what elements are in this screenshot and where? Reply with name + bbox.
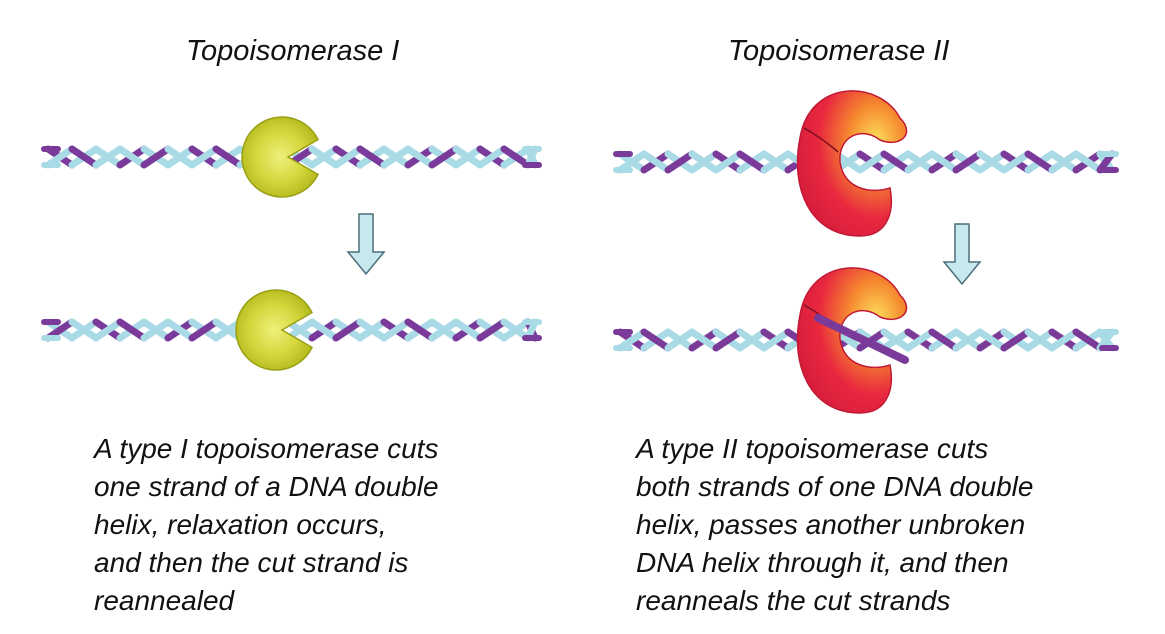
dna-strand-segment — [92, 318, 124, 342]
dna-strand-segment — [952, 328, 984, 352]
caption-line: reanneals the cut strands — [636, 585, 951, 616]
dna-strand-segment — [976, 150, 1008, 174]
dna-strand-segment — [452, 145, 484, 169]
dna-strand-segment — [404, 318, 436, 342]
dna-strand-segment — [356, 145, 388, 169]
dna-strand-segment — [164, 145, 196, 169]
topoisomerase-ii-caption: A type II topoisomerase cuts both strand… — [636, 430, 1033, 620]
dna-strand-segment — [736, 328, 768, 352]
dna-strand-segment — [712, 150, 744, 174]
topoisomerase-ii-enzyme-top — [796, 90, 908, 237]
dna-strand-segment — [688, 328, 720, 352]
dna-strand-segment — [904, 150, 936, 174]
dna-strand-segment — [928, 150, 960, 174]
dna-strand-segment — [452, 318, 484, 342]
dna-strand-segment — [1072, 328, 1104, 352]
dna-strand-segment — [164, 318, 196, 342]
dna-strand-segment — [760, 328, 792, 352]
caption-line: both strands of one DNA double — [636, 471, 1034, 502]
dna-strand-segment — [664, 150, 696, 174]
dna-strand-segment — [904, 328, 936, 352]
dna-strand-segment — [880, 328, 912, 352]
dna-strand-segment — [92, 145, 124, 169]
passing-dna-segment — [814, 314, 909, 364]
dna-strand-segment — [1000, 328, 1032, 352]
caption-line: helix, relaxation occurs, — [94, 509, 387, 540]
caption-line: A type I topoisomerase cuts — [94, 433, 439, 464]
dna-helix-right-top — [613, 150, 1119, 174]
caption-line: helix, passes another unbroken — [636, 509, 1026, 540]
dna-strand-segment — [356, 318, 388, 342]
topoisomerase-i-caption: A type I topoisomerase cuts one strand o… — [94, 430, 439, 620]
down-arrow-left — [346, 213, 386, 276]
dna-strand-segment — [476, 318, 508, 342]
dna-strand-segment — [116, 318, 148, 342]
dna-strand-segment — [640, 328, 672, 352]
caption-line: reannealed — [94, 585, 235, 616]
dna-strand-segment — [1048, 328, 1080, 352]
dna-strand-segment — [712, 328, 744, 352]
dna-strand-segment — [976, 328, 1008, 352]
dna-strand-segment — [1000, 150, 1032, 174]
dna-strand-segment — [736, 150, 768, 174]
dna-strand-segment — [928, 328, 960, 352]
dna-strand-segment — [476, 145, 508, 169]
topoisomerase-ii-enzyme-bottom — [796, 267, 908, 414]
dna-strand-segment — [688, 150, 720, 174]
topoisomerase-ii-title: Topoisomerase II — [728, 35, 950, 67]
dna-strand-segment — [380, 318, 412, 342]
topoisomerase-i-title: Topoisomerase I — [186, 35, 400, 67]
dna-strand-segment — [640, 150, 672, 174]
dna-strand-segment — [68, 145, 100, 169]
dna-strand-segment — [332, 145, 364, 169]
dna-strand-segment — [308, 318, 340, 342]
caption-line: one strand of a DNA double — [94, 471, 439, 502]
dna-strand-segment — [952, 150, 984, 174]
topoisomerase-i-enzyme-bottom — [235, 289, 313, 371]
dna-strand-segment — [404, 145, 436, 169]
dna-strand-segment — [308, 145, 340, 169]
dna-strand-segment — [380, 145, 412, 169]
down-arrow-right — [942, 223, 982, 286]
dna-strand-segment — [332, 318, 364, 342]
topoisomerase-i-enzyme-top — [241, 116, 319, 198]
dna-strand-segment — [1024, 150, 1056, 174]
dna-strand-segment — [140, 145, 172, 169]
subunit-seam — [803, 127, 839, 153]
dna-strand-segment — [212, 145, 244, 169]
dna-strand-segment — [856, 150, 888, 174]
dna-strand-segment — [188, 145, 220, 169]
dna-strand-segment — [68, 318, 100, 342]
dna-strand-segment — [188, 318, 220, 342]
dna-strand-segment — [1048, 150, 1080, 174]
dna-strand-segment — [428, 145, 460, 169]
dna-strand-segment — [880, 150, 912, 174]
dna-strand-segment — [1072, 150, 1104, 174]
dna-strand-segment — [116, 145, 148, 169]
caption-line: and then the cut strand is — [94, 547, 409, 578]
caption-line: DNA helix through it, and then — [636, 547, 1009, 578]
caption-line: A type II topoisomerase cuts — [636, 433, 989, 464]
dna-strand-segment — [428, 318, 460, 342]
dna-strand-segment — [1024, 328, 1056, 352]
dna-strand-segment — [140, 318, 172, 342]
dna-strand-segment — [760, 150, 792, 174]
dna-strand-segment — [664, 328, 696, 352]
